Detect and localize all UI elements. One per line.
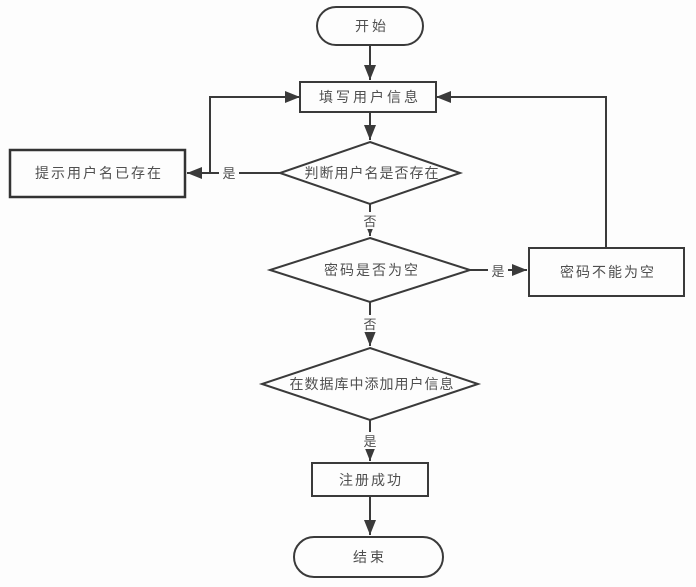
password-not-empty-hint-label: 密码不能为空 xyxy=(560,264,656,281)
edge-label-username-no: 否 xyxy=(363,215,376,230)
label-bg xyxy=(360,212,380,229)
start-label: 开始 xyxy=(355,19,389,35)
edge-label-add-user-yes: 是 xyxy=(363,435,376,450)
start-terminator-shape xyxy=(316,6,424,46)
node-register-success: 注册成功 xyxy=(311,462,429,497)
node-password-empty-check: 密码是否为空 xyxy=(266,236,474,304)
check-username-label: 判断用户名是否存在 xyxy=(305,165,440,182)
fill-user-info-label: 填写用户信息 xyxy=(319,89,421,106)
node-add-user-to-database: 在数据库中添加用户信息 xyxy=(258,346,482,422)
password-empty-diamond-shape xyxy=(266,236,474,304)
node-password-not-empty-hint: 密码不能为空 xyxy=(528,247,685,297)
node-fill-user-info: 填写用户信息 xyxy=(299,81,437,113)
label-bg xyxy=(488,262,508,279)
password-empty-check-label: 密码是否为空 xyxy=(324,262,420,279)
node-username-exists-hint: 提示用户名已存在 xyxy=(8,148,187,199)
label-bg xyxy=(360,432,380,449)
edge-loop-right-to-fill-info xyxy=(436,91,607,248)
username-exists-hint-shape xyxy=(8,148,187,199)
check-username-diamond-shape xyxy=(276,140,464,206)
end-label: 结束 xyxy=(353,550,387,566)
edge-loop-left-to-fill-info xyxy=(209,91,300,173)
username-exists-hint-label: 提示用户名已存在 xyxy=(35,165,163,182)
node-start: 开始 xyxy=(316,6,424,46)
node-check-username-exists: 判断用户名是否存在 xyxy=(276,140,464,206)
password-not-empty-hint-shape xyxy=(528,247,685,297)
flowchart-edge-labels: 是 否 是 否 是 xyxy=(219,164,508,450)
register-success-label: 注册成功 xyxy=(339,473,403,489)
add-user-to-database-label: 在数据库中添加用户信息 xyxy=(290,376,455,393)
add-user-db-diamond-shape xyxy=(258,346,482,422)
fill-user-info-shape xyxy=(299,81,437,113)
label-bg xyxy=(219,164,239,181)
register-success-shape xyxy=(311,462,429,497)
edge-label-username-yes: 是 xyxy=(222,167,235,182)
label-bg xyxy=(360,315,380,332)
end-terminator-shape xyxy=(293,536,444,578)
edge-label-password-no: 否 xyxy=(363,318,376,333)
node-end: 结束 xyxy=(293,536,444,578)
edge-label-password-yes: 是 xyxy=(491,265,504,280)
